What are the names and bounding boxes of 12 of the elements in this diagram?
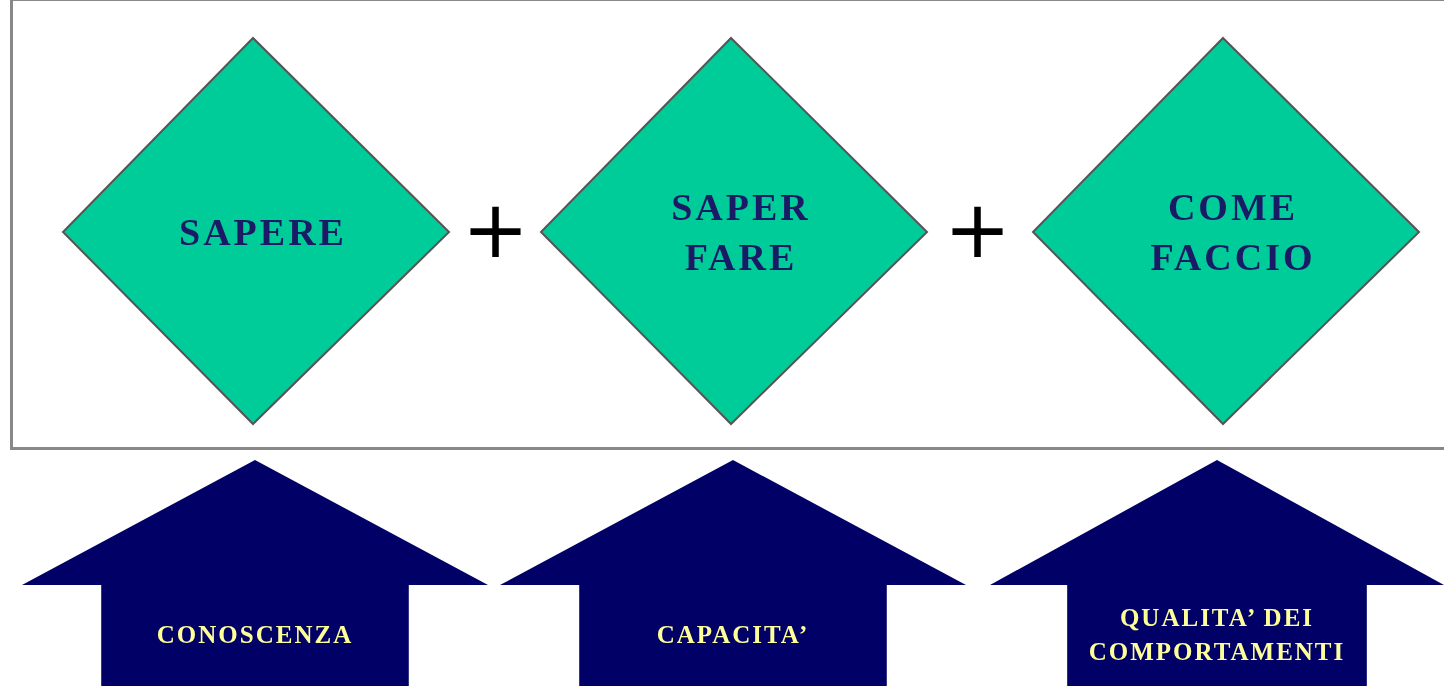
- plus-sign: +: [462, 190, 530, 270]
- upward-pointer-shape: [22, 460, 488, 686]
- arrow-text: CONOSCENZA: [155, 620, 355, 650]
- diamond-text: COME FACCIO: [1149, 185, 1317, 280]
- plus-sign: +: [944, 190, 1012, 270]
- diamond-text: SAPERE: [178, 210, 348, 255]
- upward-pointer-shape: [500, 460, 966, 686]
- diamond-text: SAPER FARE: [670, 185, 812, 280]
- frame-box: [10, 0, 1444, 450]
- arrow-text: CAPACITA’: [655, 620, 811, 650]
- upward-pointer-shape: [990, 460, 1444, 686]
- arrow-text: QUALITA’ DEI COMPORTAMENTI: [1087, 603, 1347, 667]
